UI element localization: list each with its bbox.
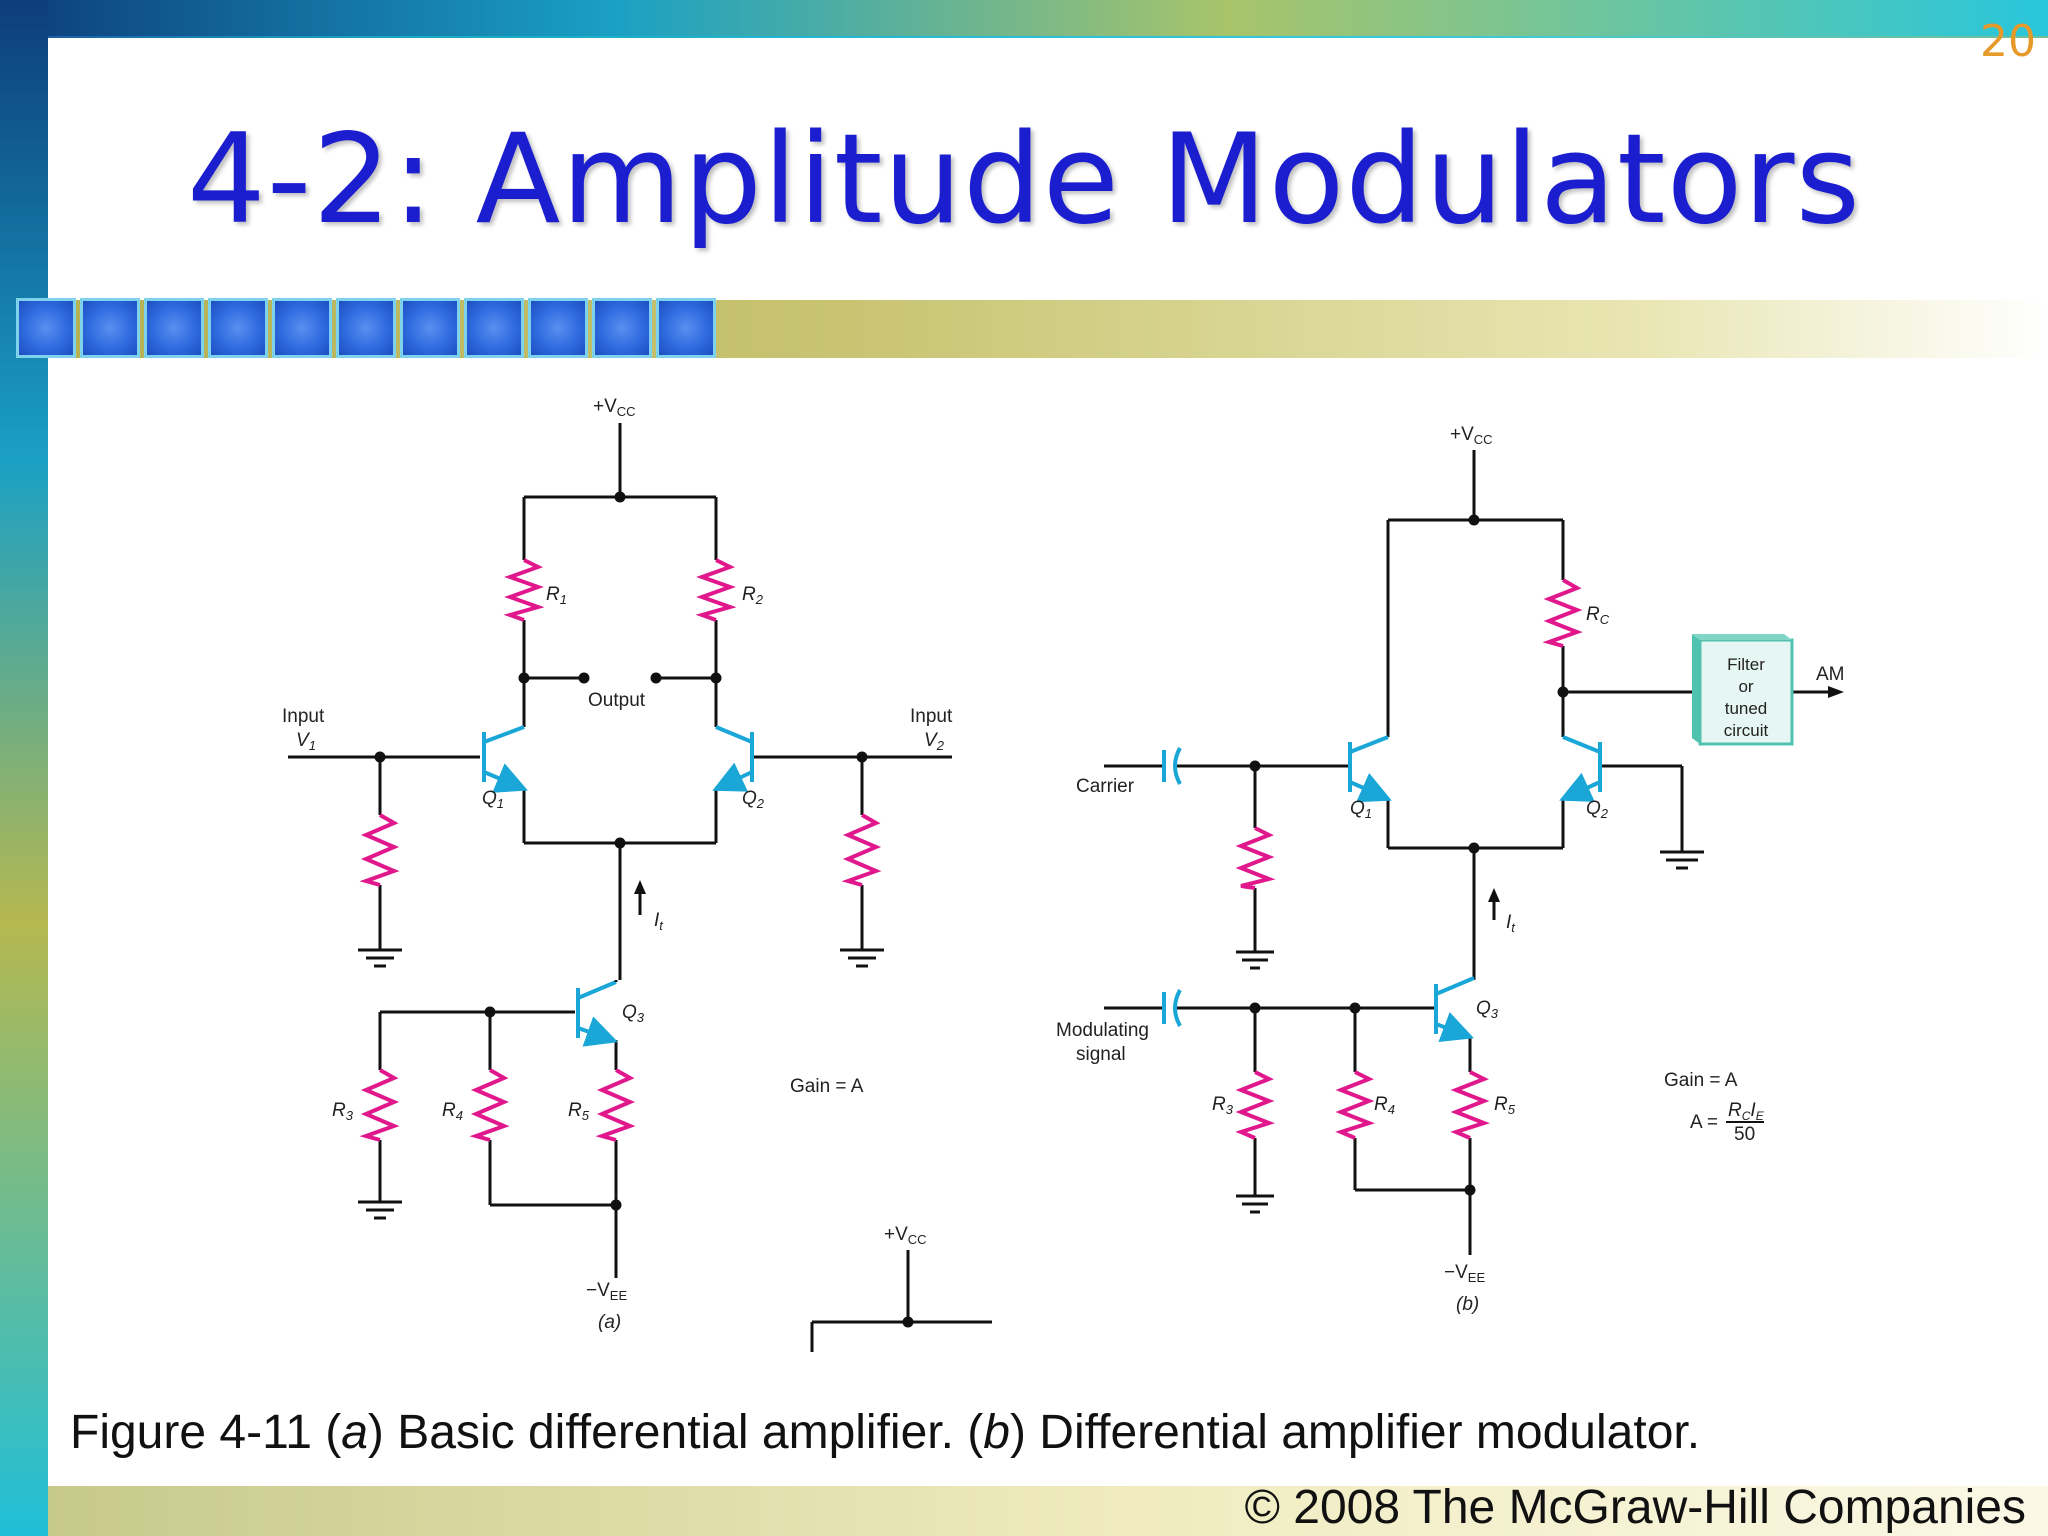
- it-label-b: It: [1506, 912, 1516, 935]
- filter-line3: tuned: [1725, 699, 1768, 718]
- r5-label: R5: [568, 1100, 590, 1123]
- filter-line4: circuit: [1724, 721, 1769, 740]
- input2-v-label: V2: [924, 730, 945, 753]
- input1-v-label: V1: [296, 730, 316, 753]
- am-label: AM: [1816, 664, 1845, 685]
- resistor-rc: [1542, 578, 1583, 648]
- labels-b: +VCC RC Filter or tuned circuit AM Carri…: [1056, 424, 1845, 1315]
- r1-label: R1: [546, 584, 567, 607]
- modulating-line2: signal: [1076, 1044, 1126, 1065]
- q2-label-b: Q2: [1586, 798, 1609, 821]
- page-number: 20: [1980, 16, 2036, 67]
- filter-box: [1692, 634, 1794, 746]
- diagram-a: [288, 423, 992, 1352]
- decorative-square: [592, 298, 652, 358]
- q3-label: Q3: [622, 1002, 645, 1025]
- output-label: Output: [588, 690, 646, 711]
- formula-numerator: RCIE: [1728, 1100, 1765, 1123]
- resistor-carrier: [1235, 826, 1276, 890]
- transistors-b: [1348, 735, 1602, 1042]
- modulating-line1: Modulating: [1056, 1020, 1149, 1041]
- resistors-b: [1235, 578, 1583, 1140]
- diagram-b: [1104, 450, 1830, 1255]
- decorative-square: [528, 298, 588, 358]
- copyright-notice: © 2008 The McGraw-Hill Companies: [1244, 1481, 2026, 1534]
- resistor-r5-b: [1450, 1070, 1490, 1140]
- decorative-square: [464, 298, 524, 358]
- decorative-square: [144, 298, 204, 358]
- left-gradient-strip: [0, 0, 48, 1536]
- diagram-a-label: (a): [598, 1312, 621, 1333]
- q2-label: Q2: [742, 788, 765, 811]
- diagram-b-label: (b): [1456, 1294, 1479, 1315]
- decorative-square: [80, 298, 140, 358]
- resistor-r4: [469, 1068, 510, 1142]
- filter-line1: Filter: [1727, 655, 1765, 674]
- resistor-r4-b: [1335, 1070, 1375, 1140]
- q3-label-b: Q3: [1476, 998, 1499, 1021]
- resistor-input2: [841, 813, 882, 887]
- decorative-square: [656, 298, 716, 358]
- rc-label: RC: [1586, 604, 1610, 627]
- decorative-square: [400, 298, 460, 358]
- formula-denominator: 50: [1734, 1124, 1755, 1145]
- resistor-r3-b: [1235, 1070, 1275, 1140]
- input1-label: Input: [282, 706, 325, 727]
- r4-label: R4: [442, 1100, 463, 1123]
- gain-label-b: Gain = A: [1664, 1070, 1738, 1091]
- figure-caption: Figure 4-11 (a) Basic differential ampli…: [70, 1406, 1701, 1459]
- filter-line2: or: [1738, 677, 1753, 696]
- decorative-square: [16, 298, 76, 358]
- resistor-r2: [695, 558, 737, 622]
- vee-label: −VEE: [586, 1280, 627, 1303]
- decorative-square: [336, 298, 396, 358]
- carrier-label: Carrier: [1076, 776, 1135, 797]
- gain-label: Gain = A: [790, 1076, 864, 1097]
- r2-label: R2: [742, 584, 764, 607]
- vcc-fragment-label: +VCC: [884, 1224, 927, 1247]
- resistor-input1: [359, 813, 400, 887]
- resistors-a: [359, 558, 882, 1142]
- decorative-squares: [16, 298, 716, 358]
- labels-a: +VCC R1 R2 Output Input V1 Input V2 Q1 Q…: [282, 396, 953, 1333]
- formula-lhs: A =: [1690, 1112, 1718, 1133]
- r4-label-b: R4: [1374, 1094, 1395, 1117]
- it-label: It: [654, 910, 664, 933]
- r3-label: R3: [332, 1100, 354, 1123]
- q1-label: Q1: [482, 788, 504, 811]
- top-gradient-strip: [0, 0, 2048, 36]
- input2-label: Input: [910, 706, 953, 727]
- r5-label-b: R5: [1494, 1094, 1516, 1117]
- bottom-band: [48, 1486, 2048, 1536]
- r3-label-b: R3: [1212, 1094, 1234, 1117]
- capacitors-b: [1162, 747, 1182, 1027]
- q1-label-b: Q1: [1350, 798, 1372, 821]
- resistor-r3: [359, 1068, 400, 1142]
- decorative-square: [208, 298, 268, 358]
- vcc-label: +VCC: [593, 396, 636, 419]
- resistor-r1: [503, 558, 545, 622]
- resistor-r5: [595, 1068, 636, 1142]
- vee-label-b: −VEE: [1444, 1262, 1485, 1285]
- slide-title: 4-2: Amplitude Modulators: [186, 108, 1862, 252]
- vcc-label-b: +VCC: [1450, 424, 1493, 447]
- transistors-a: [482, 725, 754, 1047]
- decorative-square: [272, 298, 332, 358]
